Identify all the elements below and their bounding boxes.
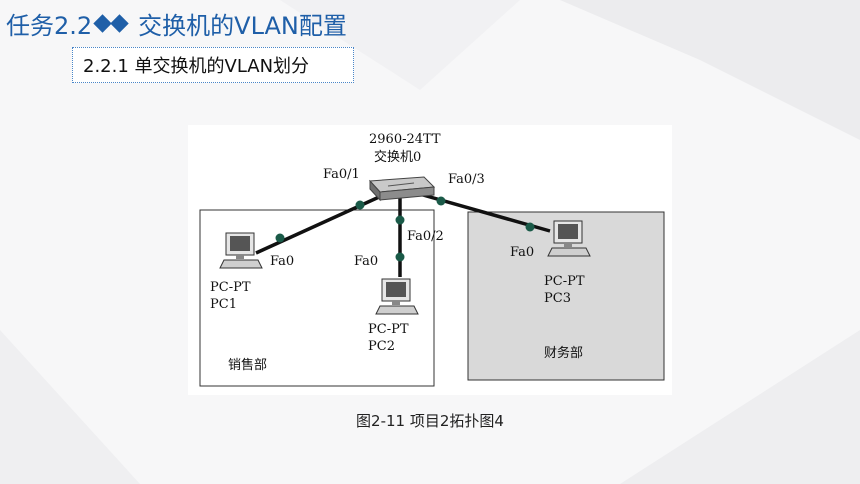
port-label-fa03: Fa0/3	[448, 172, 485, 187]
title-prefix: 任务2.2	[6, 11, 93, 40]
pc3-type-label: PC-PT	[544, 274, 585, 289]
pc2-computer-icon	[375, 278, 419, 315]
pc1-computer-icon	[219, 232, 263, 269]
subtitle-text: 2.2.1 单交换机的VLAN划分	[83, 56, 310, 77]
finance-dept-label: 财务部	[544, 345, 583, 361]
slide-title: 任务2.2 交换机的VLAN配置	[6, 8, 347, 40]
port-dot-pc1	[275, 233, 285, 243]
port-dot-pc3	[525, 222, 535, 232]
port-label-fa02: Fa0/2	[407, 229, 444, 244]
pc3-name-label: PC3	[544, 291, 571, 306]
pc2-type-label: PC-PT	[368, 322, 409, 337]
port-dot-fa03	[436, 196, 446, 206]
pc1-if-label: Fa0	[270, 254, 294, 269]
port-dot-fa01	[355, 200, 365, 210]
pc3-computer-icon	[547, 220, 591, 257]
port-label-fa01: Fa0/1	[323, 167, 360, 182]
port-dot-pc2	[395, 252, 405, 262]
pc1-name-label: PC1	[210, 297, 237, 312]
pc1-type-label: PC-PT	[210, 280, 251, 295]
port-dot-fa02	[395, 215, 405, 225]
title-text: 交换机的VLAN配置	[138, 11, 347, 40]
pc2-name-label: PC2	[368, 339, 395, 354]
figure-caption: 图2-11 项目2拓扑图4	[356, 412, 504, 430]
subtitle-box: 2.2.1 单交换机的VLAN划分	[72, 47, 354, 83]
diamond-bullet-icon	[93, 13, 130, 33]
sales-dept-label: 销售部	[228, 357, 267, 373]
switch-model-label: 2960-24TT	[369, 132, 441, 147]
switch-icon	[368, 176, 436, 202]
topology-figure: 2960-24TT 交换机0 Fa0/1 Fa0/3 Fa0/2 Fa0 Fa0…	[188, 125, 672, 395]
link-switch-pc1	[255, 191, 389, 255]
pc2-if-label: Fa0	[354, 254, 378, 269]
topology-diagram: 2960-24TT 交换机0 Fa0/1 Fa0/3 Fa0/2 Fa0 Fa0…	[199, 132, 665, 387]
pc3-if-label: Fa0	[510, 245, 534, 260]
switch-name-label: 交换机0	[374, 149, 421, 165]
